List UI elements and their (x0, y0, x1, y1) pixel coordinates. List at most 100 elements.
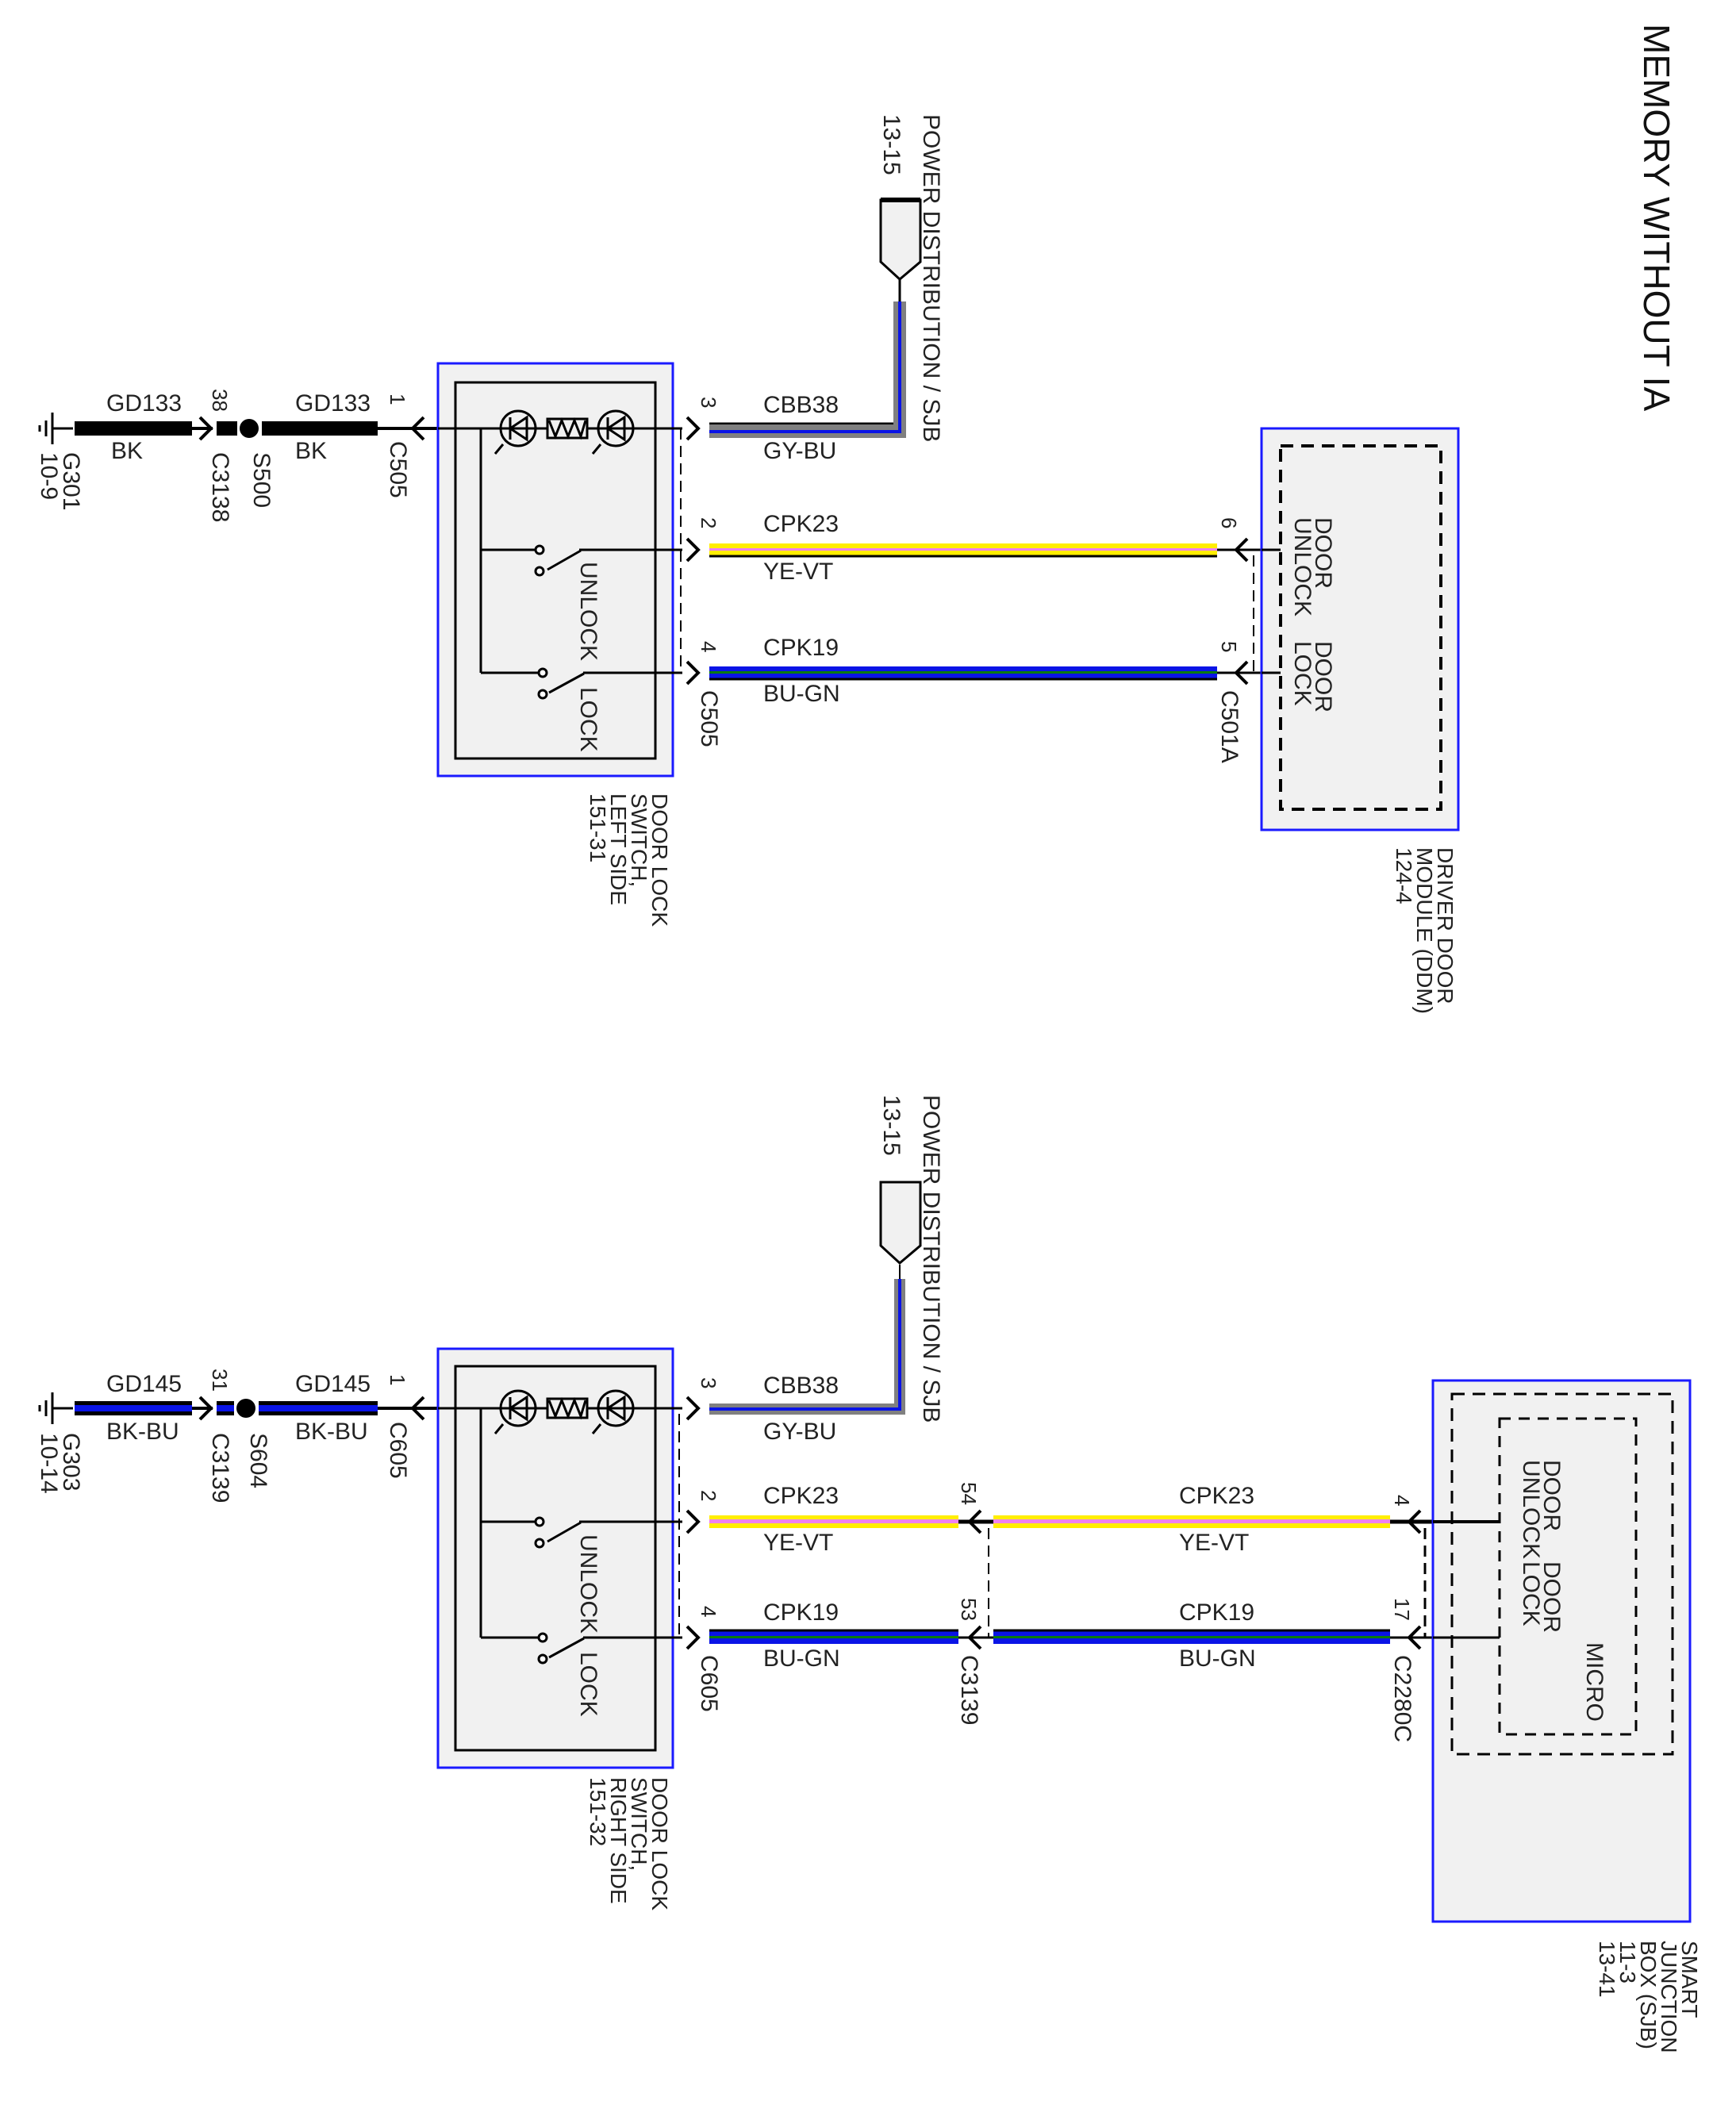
switch-contact-icon (534, 1516, 548, 1665)
micro-label: MICRO (1581, 1642, 1607, 1722)
connector-arrow-icon (378, 1396, 438, 1421)
module-pin-label: DOOR (1538, 1561, 1565, 1633)
pin-label: 38 (208, 389, 232, 412)
switch-name: DOOR LOCK SWITCH, RIGHT SIDE 151-32 (586, 1777, 672, 1910)
wire-color-label: BK-BU (106, 1419, 179, 1445)
pin-label: 5 (1217, 641, 1241, 652)
pin-label: 31 (208, 1369, 232, 1392)
svg-text:124-4: 124-4 (1392, 847, 1416, 904)
wire-stripe (709, 301, 901, 433)
svg-text:11-3: 11-3 (1615, 1941, 1640, 1983)
ground-icon (38, 413, 73, 444)
pin-label: 2 (697, 1490, 720, 1501)
wire-gd133-b[interactable] (262, 421, 378, 436)
switch-inner-frame (454, 381, 657, 760)
power-source-label[interactable]: POWER DISTRIBUTION / SJB (918, 1095, 944, 1423)
switch-unlock-label: UNLOCK (575, 562, 601, 661)
connector-arrow-icon (1217, 537, 1279, 685)
wire-circuit-label: CPK23 (763, 1483, 839, 1509)
wire-color-label: GY-BU (763, 1419, 836, 1445)
wire-circuit-label: CPK19 (1179, 1599, 1254, 1626)
resistor-icon (546, 1396, 589, 1420)
switch-inner-frame (454, 1365, 657, 1752)
splice-id: S604 (245, 1433, 271, 1488)
wire-color-label: BK (111, 438, 143, 464)
wire-color-label: YE-VT (1179, 1530, 1249, 1556)
pin-label: 4 (697, 1606, 720, 1617)
splice-icon (240, 419, 259, 438)
wire-stripe (709, 1279, 901, 1411)
svg-text:DRIVER DOOR: DRIVER DOOR (1433, 847, 1458, 1004)
led-icon (494, 409, 537, 455)
power-source-page[interactable]: 13-15 (878, 114, 904, 175)
switch-lock-label: LOCK (575, 1652, 601, 1717)
svg-text:151-31: 151-31 (586, 793, 610, 862)
wire-circuit-label: CPK23 (763, 511, 839, 537)
switch-connector-id: C605 (385, 1422, 411, 1479)
led-icon (591, 1389, 635, 1434)
pin-label: 1 (386, 1374, 409, 1385)
mid-connector-id: C3139 (956, 1655, 982, 1725)
svg-text:RIGHT SIDE: RIGHT SIDE (606, 1777, 631, 1904)
svg-text:DOOR LOCK: DOOR LOCK (647, 1777, 672, 1910)
power-source-page[interactable]: 13-15 (878, 1095, 904, 1156)
wire-gd133-a[interactable] (75, 421, 192, 436)
wire-circuit-label: CPK19 (763, 1599, 839, 1626)
pin-label: 3 (697, 397, 720, 408)
smart-junction-box[interactable] (1431, 1379, 1692, 1923)
ground-icon (38, 1392, 73, 1424)
wire-circuit-label: CPK19 (763, 635, 839, 661)
wire-stripe (709, 548, 1217, 551)
ground-id: G303 (58, 1433, 84, 1491)
module-pin-label: DOOR (1310, 517, 1336, 589)
ground-id: G301 (58, 452, 84, 510)
switch-unlock-label: UNLOCK (575, 1534, 601, 1634)
wire-color-label: BK (295, 438, 327, 464)
svg-text:151-32: 151-32 (586, 1777, 610, 1846)
switch-internal-wiring (438, 427, 682, 694)
resistor-icon (546, 417, 589, 440)
driver-door-module[interactable] (1260, 427, 1460, 831)
connector-arrow-icon (958, 1509, 993, 1650)
svg-text:BOX (SJB): BOX (SJB) (1636, 1941, 1661, 2049)
connector-arrow-icon (378, 416, 438, 441)
bottom-circuit: G303 10-14 GD145 BK-BU 31 C3139 S604 GD1… (36, 1095, 1702, 2053)
module-name: DRIVER DOOR MODULE (DDM) 124-4 (1392, 847, 1458, 1014)
switch-lock-label: LOCK (575, 687, 601, 752)
pin-label: 1 (386, 394, 409, 405)
power-source-label[interactable]: POWER DISTRIBUTION / SJB (918, 114, 944, 442)
wire-color-label: BK-BU (295, 1419, 368, 1445)
wire-circuit-label: GD145 (106, 1371, 182, 1397)
wire-stripe (709, 671, 1217, 674)
ground-page: 10-14 (36, 1433, 62, 1494)
splice-id: S500 (248, 452, 275, 508)
wire-color-label: GY-BU (763, 438, 836, 464)
module-pin-label: LOCK (1289, 641, 1315, 706)
pin-label: 2 (697, 517, 720, 528)
pin-label: 4 (697, 641, 720, 652)
switch-connector-id: C505 (385, 441, 411, 498)
wire-color-label: YE-VT (763, 1530, 833, 1556)
module-pin-label: DOOR (1310, 641, 1336, 712)
svg-text:SMART: SMART (1677, 1941, 1702, 2018)
wire-stripe (709, 1636, 958, 1638)
wire-gd133-stub[interactable] (217, 421, 237, 436)
wire-color-label: BU-GN (1179, 1645, 1256, 1672)
module-name: SMART JUNCTION BOX (SJB) 11-3 13-41 (1595, 1941, 1702, 2053)
pin-label: 4 (1390, 1495, 1414, 1506)
module-pin-label: LOCK (1518, 1561, 1544, 1626)
module-connector-id: C2280C (1389, 1655, 1415, 1742)
pin-label: 6 (1217, 517, 1241, 528)
splice-icon (236, 1399, 255, 1418)
svg-text:DOOR LOCK: DOOR LOCK (647, 793, 672, 927)
diagram-title: MEMORY WITHOUT IA (1636, 24, 1677, 411)
svg-text:MODULE (DDM): MODULE (DDM) (1412, 847, 1437, 1014)
svg-text:SWITCH,: SWITCH, (627, 793, 651, 887)
module-dashed-boundary (1279, 444, 1442, 811)
pin-label: 17 (1390, 1598, 1414, 1621)
wire-color-label: YE-VT (763, 559, 833, 585)
wire-stripe (259, 1405, 378, 1411)
power-connector-icon (879, 1181, 922, 1265)
wire-stripe (993, 1636, 1390, 1638)
